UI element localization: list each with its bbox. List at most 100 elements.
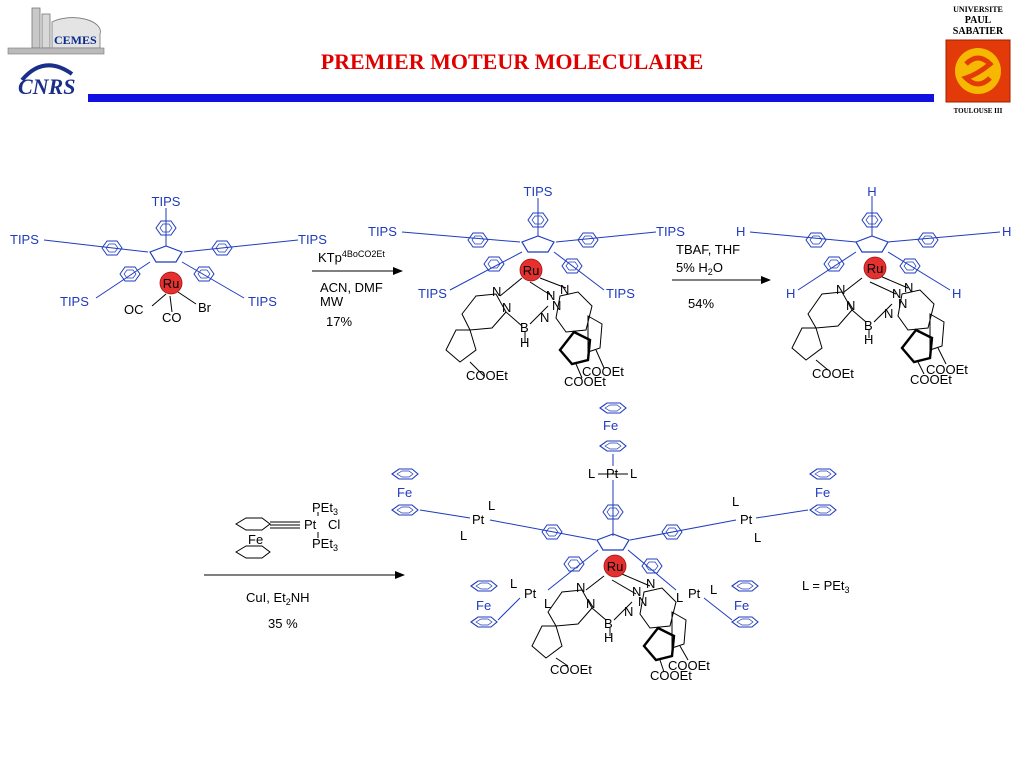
tips-label: TIPS xyxy=(606,286,635,301)
molecule-2-scorpionate xyxy=(445,277,605,379)
ester-label: COOEt xyxy=(668,658,710,673)
n-label: N xyxy=(586,596,595,611)
step-3-conditions: CuI, Et2NH xyxy=(246,590,310,607)
boron-label: B xyxy=(520,320,529,335)
metal-label-3: Ru xyxy=(867,261,884,276)
ups-line-3: SABATIER xyxy=(953,26,1004,37)
h-label: H xyxy=(864,332,873,347)
ester-label: COOEt xyxy=(650,668,692,683)
ups-line-1: UNIVERSITE xyxy=(953,5,1003,14)
fe-label: Fe xyxy=(603,418,618,433)
l-label: L xyxy=(544,596,551,611)
n-label: N xyxy=(552,298,561,313)
step-1-yield: 17% xyxy=(326,314,352,329)
step-3-pet3-bottom: PEt3 xyxy=(312,536,338,553)
fe-label: Fe xyxy=(397,485,412,500)
molecule-4 xyxy=(391,402,837,628)
cnrs-logo-label: CNRS xyxy=(18,74,75,99)
molecule-3 xyxy=(749,196,1001,291)
step-3-cl-label: Cl xyxy=(328,517,340,532)
h-end-label: H xyxy=(786,286,795,301)
tips-label: TIPS xyxy=(368,224,397,239)
ru-atom-2 xyxy=(519,258,543,282)
h-end-label: H xyxy=(1002,224,1011,239)
l-label: L xyxy=(676,590,683,605)
pt-label: Pt xyxy=(606,466,619,481)
n-label: N xyxy=(836,282,845,297)
l-label: L xyxy=(588,466,595,481)
step-3-yield: 35 % xyxy=(268,616,298,631)
title-divider xyxy=(88,94,934,102)
h-label: H xyxy=(520,335,529,350)
fe-label: Fe xyxy=(476,598,491,613)
n-label: N xyxy=(638,594,647,609)
n-label: N xyxy=(492,284,501,299)
step-1-reagent: KTp4BoCO2Et xyxy=(318,249,385,265)
ru-atom-4 xyxy=(603,554,627,578)
n-label: N xyxy=(560,282,569,297)
ru-atom-1 xyxy=(159,271,183,295)
cemes-logo-label: CEMES xyxy=(54,33,97,47)
h-end-label: H xyxy=(952,286,961,301)
step-3-fe-label: Fe xyxy=(248,532,263,547)
tips-label: TIPS xyxy=(656,224,685,239)
l-label: L xyxy=(710,582,717,597)
n-label: N xyxy=(540,310,549,325)
molecule-3-scorpionate xyxy=(791,275,947,375)
boron-label: B xyxy=(604,616,613,631)
h-end-label: H xyxy=(736,224,745,239)
tips-label: TIPS xyxy=(60,294,89,309)
ester-label: COOEt xyxy=(910,372,952,387)
h-end-label: H xyxy=(867,184,876,199)
fe-label: Fe xyxy=(815,485,830,500)
cnrs-logo: CNRS xyxy=(14,60,78,102)
ester-label: COOEt xyxy=(926,362,968,377)
l-label: L xyxy=(630,466,637,481)
ru-atom-3 xyxy=(863,256,887,280)
fe-label: Fe xyxy=(734,598,749,613)
tips-label: TIPS xyxy=(10,232,39,247)
l-label: L xyxy=(488,498,495,513)
n-label: N xyxy=(632,584,641,599)
l-label: L xyxy=(460,528,467,543)
tips-label: TIPS xyxy=(298,232,327,247)
n-label: N xyxy=(624,604,633,619)
cemes-logo: CEMES xyxy=(4,4,110,60)
molecule-4-scorpionate xyxy=(531,573,689,673)
pt-label: Pt xyxy=(688,586,701,601)
tips-label: TIPS xyxy=(524,184,553,199)
l-label: L xyxy=(732,494,739,509)
ester-label: COOEt xyxy=(812,366,854,381)
step-1-condition: ACN, DMF xyxy=(320,280,383,295)
n-label: N xyxy=(846,298,855,313)
step-3-pet3-top: PEt3 xyxy=(312,500,338,517)
boron-label: B xyxy=(864,318,873,333)
n-label: N xyxy=(892,286,901,301)
pt-label: Pt xyxy=(524,586,537,601)
molecule-2 xyxy=(401,198,657,291)
metal-label-4: Ru xyxy=(607,559,624,574)
tips-label: TIPS xyxy=(418,286,447,301)
ups-logo: UNIVERSITE PAUL SABATIER TOULOUSE III xyxy=(936,2,1020,118)
metal-label-2: Ru xyxy=(523,263,540,278)
ester-label: COOEt xyxy=(582,364,624,379)
ups-line-4: TOULOUSE III xyxy=(954,107,1003,115)
n-label: N xyxy=(904,280,913,295)
metal-label-1: Ru xyxy=(163,276,180,291)
page-title: PREMIER MOTEUR MOLECULAIRE xyxy=(320,49,704,74)
ligand-label: OC xyxy=(124,302,144,317)
h-label: H xyxy=(604,630,613,645)
n-label: N xyxy=(502,300,511,315)
l-label: L xyxy=(510,576,517,591)
ester-label: COOEt xyxy=(466,368,508,383)
step-1-condition: MW xyxy=(320,294,344,309)
pt-label: Pt xyxy=(740,512,753,527)
ester-label: COOEt xyxy=(550,662,592,677)
ligand-label: CO xyxy=(162,310,182,325)
ligand-legend: L = PEt3 xyxy=(802,578,850,595)
ligand-label: Br xyxy=(198,300,212,315)
molecule-1 xyxy=(43,208,299,313)
step-2-water: 5% H2O xyxy=(676,260,723,277)
tips-label: TIPS xyxy=(152,194,181,209)
